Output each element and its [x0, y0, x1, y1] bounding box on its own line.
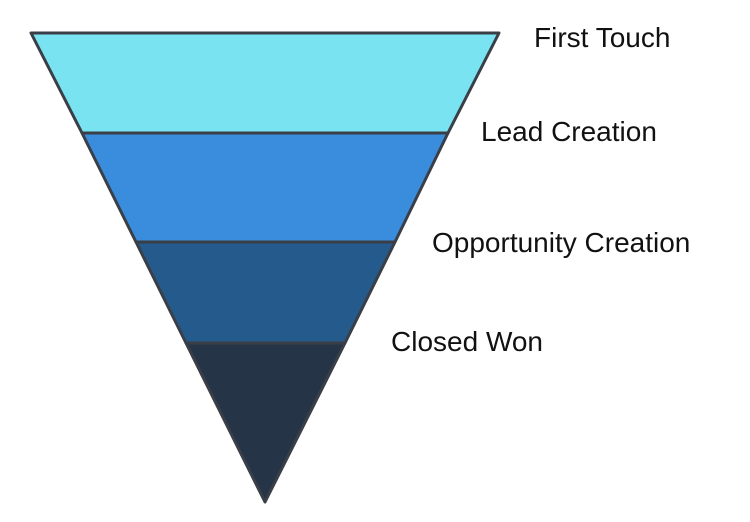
funnel-stage-lead-creation: Lead Creation [80, 116, 657, 244]
stage-label-closed-won: Closed Won [391, 326, 543, 357]
stage-label-first-touch: First Touch [534, 22, 670, 53]
stage-label-opportunity-creation: Opportunity Creation [432, 227, 690, 258]
funnel-band-first-touch [29, 31, 501, 135]
funnel-band-opportunity-creation [134, 240, 397, 345]
funnel-band-closed-won [184, 341, 347, 504]
funnel-band-lead-creation [80, 131, 450, 244]
funnel-stage-opportunity-creation: Opportunity Creation [134, 227, 690, 345]
funnel-stage-closed-won: Closed Won [184, 326, 543, 504]
stage-label-lead-creation: Lead Creation [481, 116, 657, 147]
